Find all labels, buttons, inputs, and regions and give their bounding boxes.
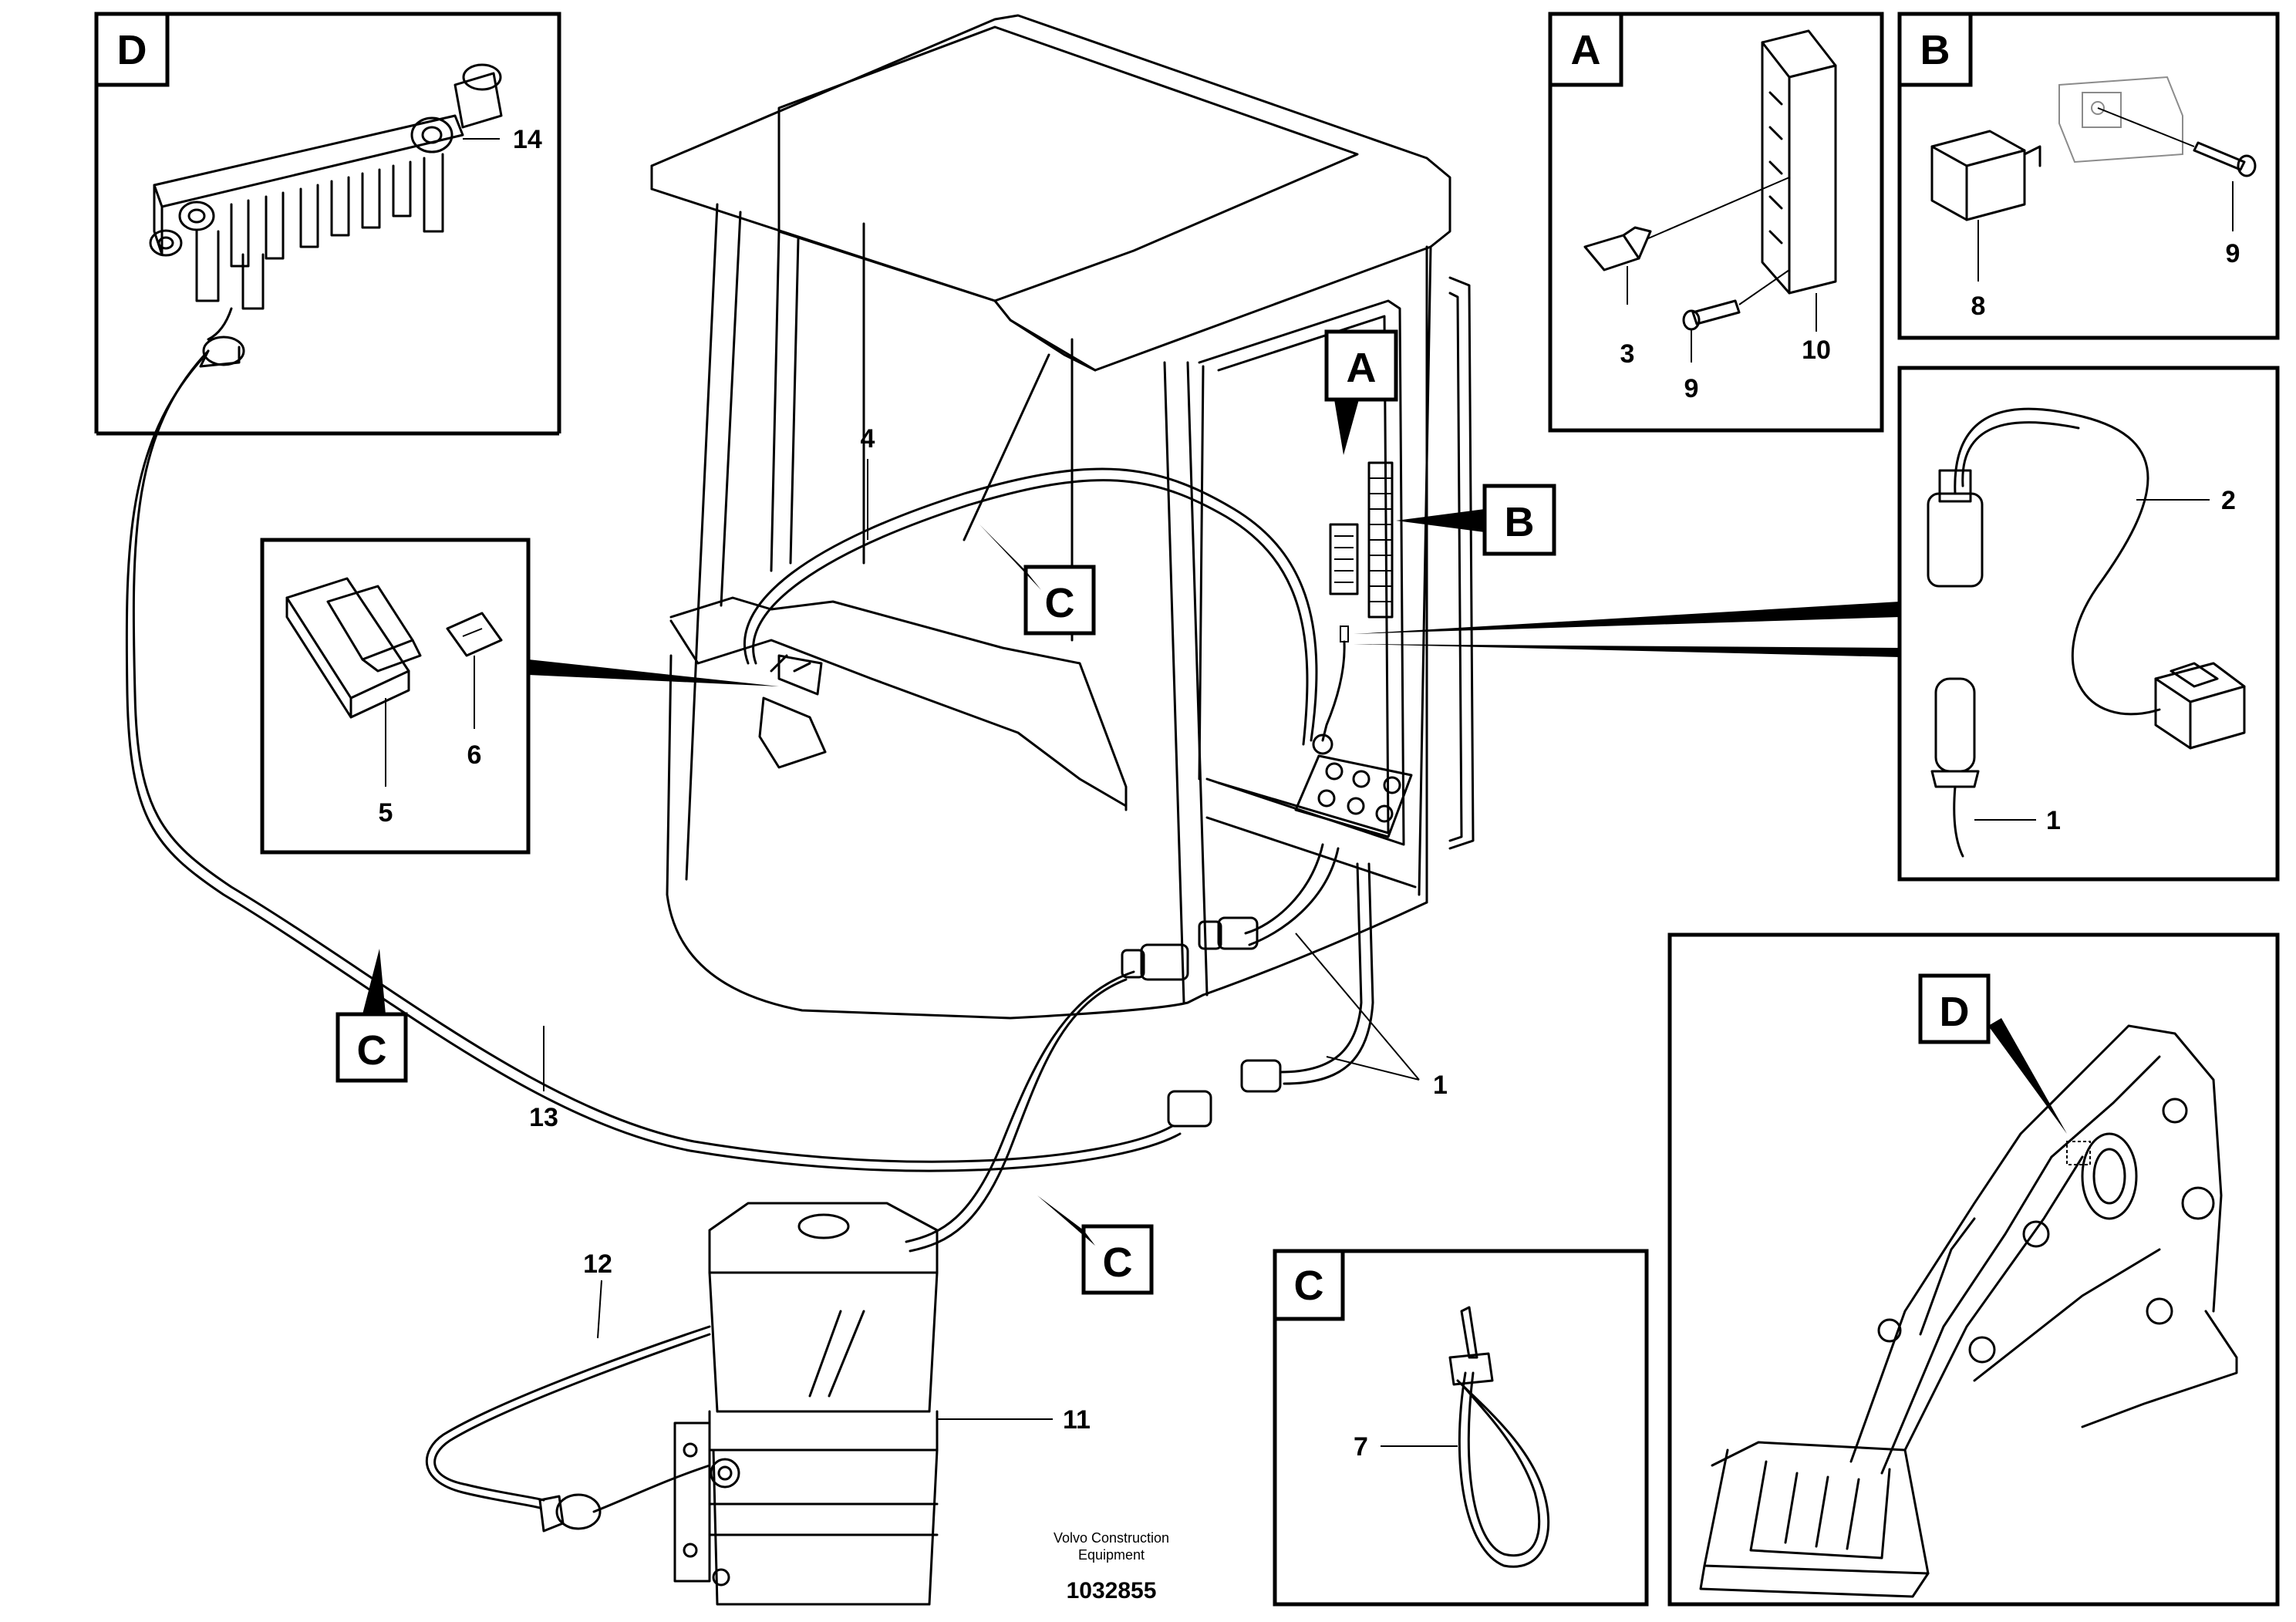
label-9-b: 9 xyxy=(2226,239,2240,268)
label-14: 14 xyxy=(513,125,542,154)
panel-a-tag-box xyxy=(1548,12,1623,87)
callout-c-pumphose: C xyxy=(1037,1195,1154,1295)
label-5: 5 xyxy=(379,798,393,828)
label-2: 2 xyxy=(2221,486,2236,515)
callout-d-box xyxy=(1918,973,1991,1044)
lubrication-pump-icon xyxy=(673,1202,939,1606)
fuse-holder-icon xyxy=(1761,29,1837,295)
label-3: 3 xyxy=(1620,339,1635,369)
caption-line-1: Volvo Construction xyxy=(1054,1530,1169,1546)
relay-bracket-icon xyxy=(2058,76,2183,164)
label-9-a: 9 xyxy=(1684,374,1699,403)
cab-icon xyxy=(650,14,1475,1020)
panel-overview-frame xyxy=(1667,932,2280,1607)
sensor-leader-bottom xyxy=(1354,644,1900,657)
callout-b: B xyxy=(1396,484,1556,556)
loader-front-icon xyxy=(1699,1024,2238,1598)
panel-a-tag: A xyxy=(1571,27,1601,73)
label-12: 12 xyxy=(583,1249,612,1279)
callout-a: A xyxy=(1324,329,1398,455)
cable-tie-icon xyxy=(1448,1306,1550,1568)
label-1-main: 1 xyxy=(1433,1071,1448,1100)
panel-c-tag-box xyxy=(1273,1249,1345,1321)
callout-c-cab-text: C xyxy=(1045,580,1075,626)
label-1-sensor: 1 xyxy=(2046,806,2061,835)
panel-a-fuse: A 3 9 10 xyxy=(1548,12,1884,433)
callout-c-hose13: C xyxy=(335,949,408,1083)
screw-icon-b xyxy=(2097,107,2257,177)
document-number: 1032855 xyxy=(1067,1578,1157,1603)
switch-leader xyxy=(528,659,779,686)
caption-line-2: Equipment xyxy=(1078,1547,1145,1563)
label-11: 11 xyxy=(1063,1405,1091,1435)
fuse-icon xyxy=(1583,177,1790,271)
panel-c-cable-tie: C 7 xyxy=(1273,1249,1649,1607)
panel-b-relay: B 8 9 xyxy=(1897,12,2280,340)
panel-d-distribution-block: D xyxy=(94,12,561,436)
hoses xyxy=(125,349,1374,1533)
panel-b-tag-box xyxy=(1897,12,1973,87)
label-plate-icon xyxy=(446,612,503,657)
sensor-leader-top xyxy=(1354,602,1900,634)
panel-level-sensor: 2 1 xyxy=(1897,366,2280,882)
label-8: 8 xyxy=(1971,292,1986,321)
panel-c-tag: C xyxy=(1294,1263,1324,1309)
panel-d-tag-box xyxy=(94,12,170,87)
panel-b-tag: B xyxy=(1920,27,1950,73)
label-7: 7 xyxy=(1354,1432,1368,1462)
screw-icon-a xyxy=(1682,269,1790,331)
callout-c-cab: C xyxy=(979,524,1096,636)
distribution-block-icon xyxy=(149,63,503,368)
panel-loader-overview: D xyxy=(1667,932,2280,1607)
callout-b-text: B xyxy=(1505,499,1535,545)
callout-c-pumphose-text: C xyxy=(1103,1239,1133,1286)
panel-sensor-frame xyxy=(1897,366,2280,882)
callout-c-hose13-text: C xyxy=(357,1027,387,1074)
panel-d-tag: D xyxy=(117,27,147,73)
callout-d-leader xyxy=(1988,1018,2067,1134)
label-6: 6 xyxy=(467,740,482,770)
label-13: 13 xyxy=(529,1103,558,1132)
callout-a-text: A xyxy=(1347,345,1377,391)
relay-icon xyxy=(1930,130,2041,221)
level-sensor-icon xyxy=(1927,407,2246,858)
callout-d-text: D xyxy=(1940,989,1970,1035)
panel-switch: 5 6 xyxy=(260,538,779,855)
label-4: 4 xyxy=(861,424,875,454)
label-10: 10 xyxy=(1802,336,1831,365)
rocker-switch-icon xyxy=(285,577,422,719)
